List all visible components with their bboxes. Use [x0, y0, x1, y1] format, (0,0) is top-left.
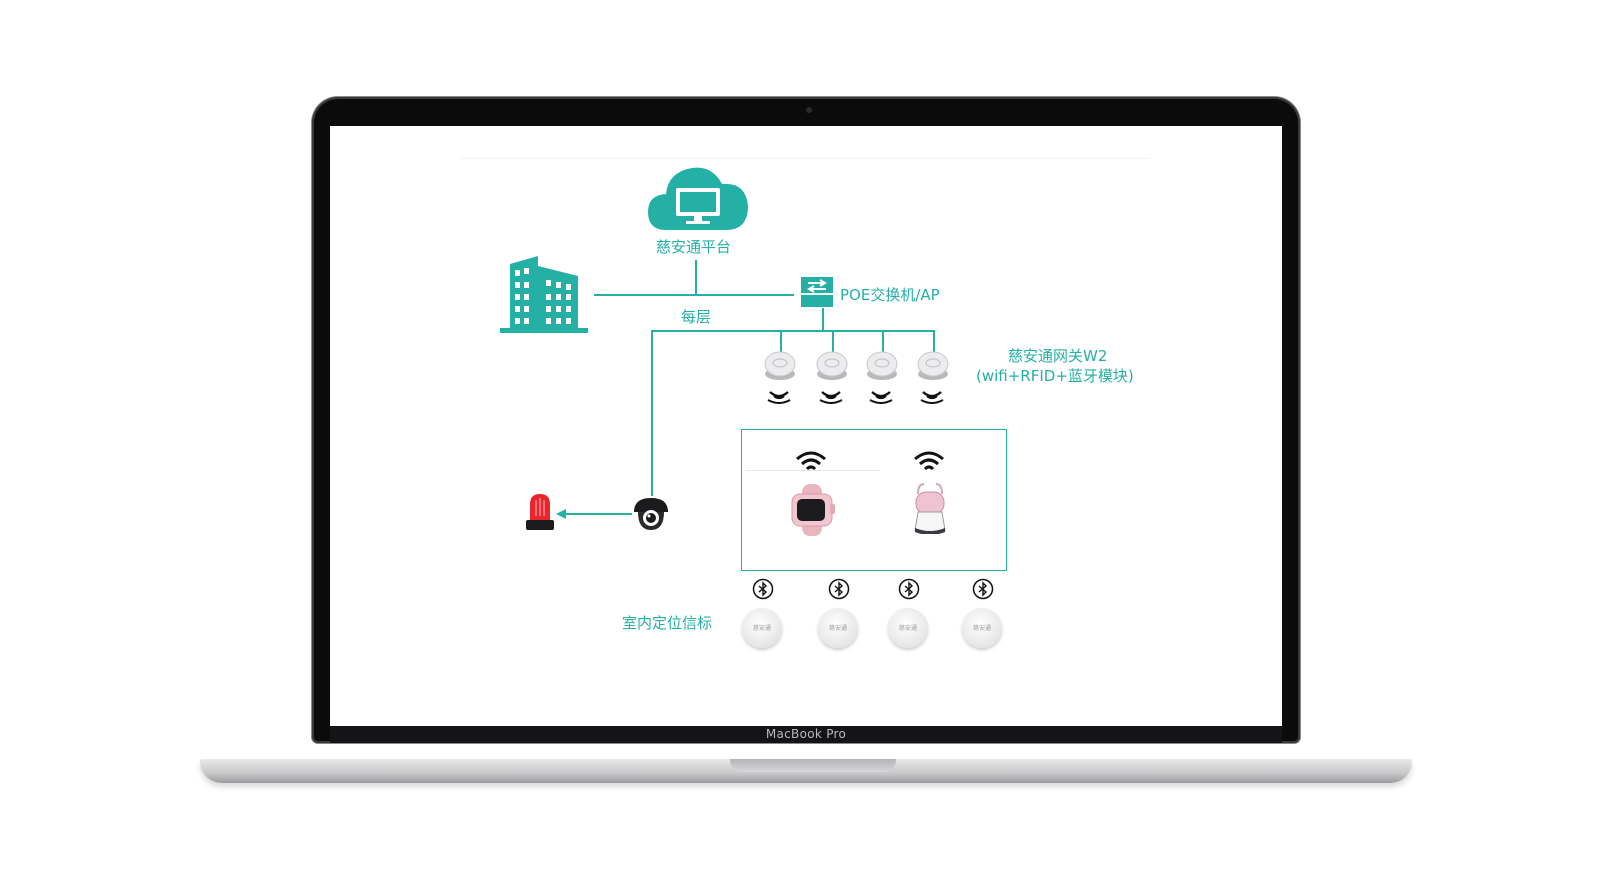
beacon-text: 慈安通: [752, 625, 771, 632]
bluetooth-icon: [828, 578, 850, 600]
wearables-divider: [746, 470, 880, 471]
building-icon: [500, 256, 588, 333]
switch-down-link: [822, 308, 824, 331]
signal-row: [766, 388, 956, 408]
signal-icon: [767, 391, 791, 404]
model-label: MacBook Pro: [765, 727, 847, 741]
floor-label: 每层: [681, 308, 712, 326]
gateway-drop-2: [832, 330, 834, 352]
wifi-icon: [914, 451, 944, 471]
bluetooth-icon: [752, 578, 774, 600]
gateway-icon: [917, 351, 949, 380]
gateway-icon: [764, 351, 796, 380]
wearables-box: [741, 429, 1007, 571]
gateway-bus: [652, 330, 934, 332]
screen: 慈安通平台 每层 POE交换机/AP: [330, 126, 1282, 726]
watch-icon: [791, 484, 835, 536]
beacon-text: 慈安通: [972, 625, 991, 632]
bluetooth-icon: [898, 578, 920, 600]
gateway-label-line1: 慈安通网关W2: [1008, 347, 1108, 365]
alarm-light-icon: [526, 494, 554, 530]
beacon-icon: 慈安通: [888, 608, 928, 648]
signal-icon: [920, 391, 944, 404]
camera-to-alarm-link: [562, 513, 632, 515]
gateway-label-line2: (wifi+RFID+蓝牙模块): [976, 367, 1134, 385]
beacon-icon: 慈安通: [742, 608, 782, 648]
beacon-icon: 慈安通: [818, 608, 858, 648]
laptop-chin: [330, 726, 1282, 743]
beacon-icon: 慈安通: [962, 608, 1002, 648]
gateway-row: [763, 350, 953, 410]
beacon-text: 慈安通: [898, 625, 917, 632]
gateway-icon: [866, 351, 898, 380]
camera-dot: [806, 107, 812, 113]
wifi-icon: [796, 451, 826, 471]
badge-device-icon: [914, 483, 946, 534]
beacon-label: 室内定位信标: [622, 614, 713, 632]
signal-icon: [869, 391, 893, 404]
platform-link: [695, 260, 697, 294]
arrow-left-icon: [556, 509, 566, 519]
cloud-monitor-icon: [648, 167, 748, 230]
building-switch-link: [594, 294, 794, 296]
dome-camera-icon: [634, 498, 668, 530]
beacon-row: 慈安通 慈安通 慈安通 慈安通: [740, 606, 1010, 652]
gateway-drop-3: [882, 330, 884, 352]
bluetooth-icon: [972, 578, 994, 600]
switch-icon: [801, 277, 833, 307]
camera-link: [651, 330, 653, 496]
bluetooth-row: [750, 578, 1010, 600]
gateway-drop-1: [780, 330, 782, 352]
gateway-drop-4: [933, 330, 935, 352]
base-notch: [730, 759, 896, 772]
signal-icon: [819, 391, 843, 404]
switch-label: POE交换机/AP: [840, 286, 940, 304]
beacon-text: 慈安通: [828, 625, 847, 632]
gateway-icon: [816, 351, 848, 380]
top-rule: [460, 158, 1150, 159]
platform-label: 慈安通平台: [656, 238, 732, 256]
